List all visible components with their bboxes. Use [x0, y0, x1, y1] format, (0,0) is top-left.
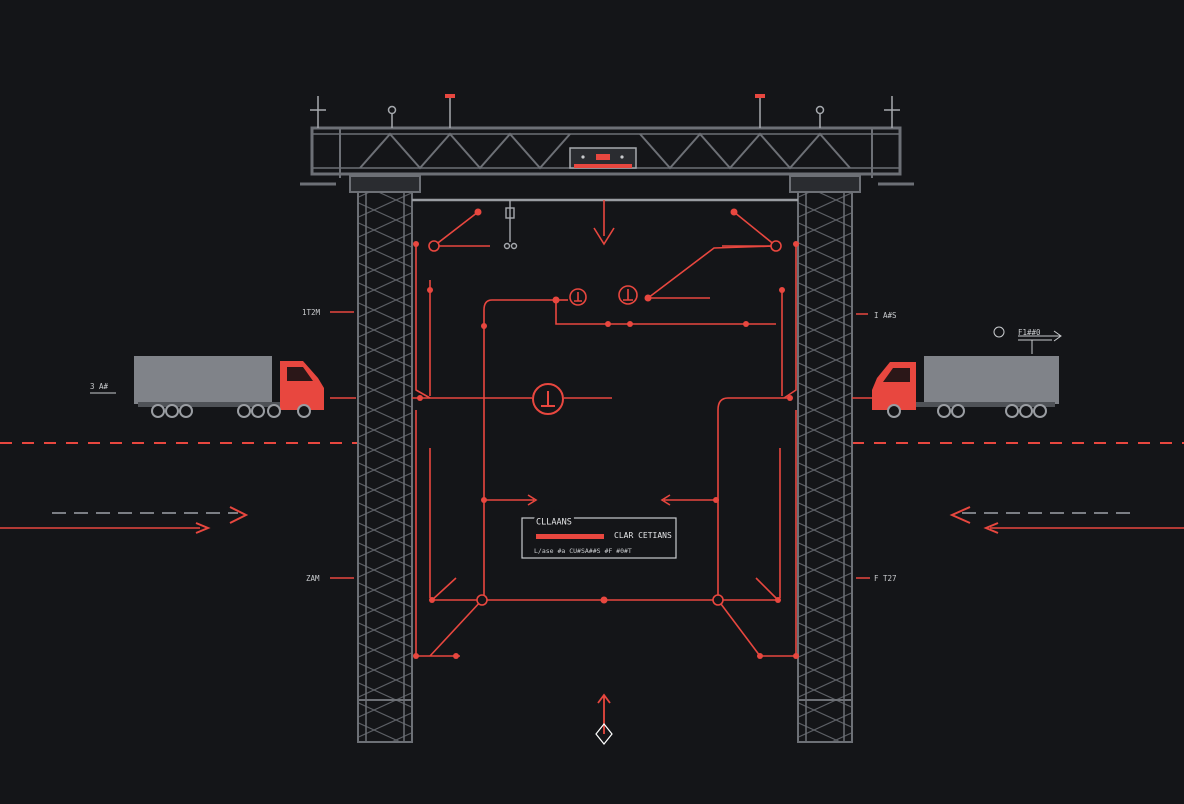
lane-arrow-left-icon	[229, 506, 249, 524]
label-left-upper: 1T2M	[302, 308, 321, 317]
info-panel-title: CLLAANS	[536, 518, 572, 528]
marker-icon	[569, 288, 587, 306]
label-right-truck: F1##0	[1018, 328, 1041, 337]
truss-beam	[310, 126, 902, 176]
sensor-nodes	[413, 208, 799, 659]
lane-solid-right-arrow-icon	[983, 522, 999, 534]
truck-left-chassis	[138, 402, 310, 407]
info-panel: CLLAANS CLAR CETIANS L/ase #a CU#SA##S #…	[521, 515, 677, 559]
label-right-upper: I A#S	[874, 311, 897, 320]
sensor-icon	[387, 105, 397, 128]
sensor-icon	[993, 326, 1005, 338]
ground-arrow-icon	[595, 693, 613, 745]
sensor-icon	[445, 94, 455, 128]
truck-right-trailer	[924, 356, 1059, 404]
truck-right-chassis	[880, 402, 1055, 407]
truck-right	[872, 356, 1059, 418]
sensor-icon	[815, 105, 825, 128]
column-left	[357, 189, 413, 743]
truck-left	[134, 356, 324, 418]
gantry-structure	[300, 126, 914, 743]
lane-solid-left-arrow-icon	[195, 522, 211, 534]
lane-arrow-right-icon	[949, 506, 971, 524]
road-markings	[0, 442, 1184, 534]
info-panel-subtitle: CLAR CETIANS	[614, 531, 672, 540]
sensor-icon	[755, 94, 765, 128]
gantry-display-unit	[569, 147, 637, 169]
marker-icon	[618, 285, 638, 305]
truck-left-trailer	[134, 356, 272, 404]
sensor-rings	[428, 240, 782, 606]
label-left-lower: ZAM	[306, 574, 320, 583]
center-marker-icon	[532, 383, 564, 415]
info-panel-footnote: L/ase #a CU#SA##S #F #0#T	[534, 547, 632, 555]
label-left-truck: 3 A#	[90, 382, 109, 391]
column-right	[797, 189, 853, 743]
info-panel-bar	[536, 534, 604, 539]
camera-icon	[503, 200, 518, 250]
side-labels: 1T2M ZAM I A#S F T27 3 A# F1##0	[90, 308, 1041, 583]
top-sensors	[310, 94, 900, 128]
label-right-lower: F T27	[874, 574, 897, 583]
